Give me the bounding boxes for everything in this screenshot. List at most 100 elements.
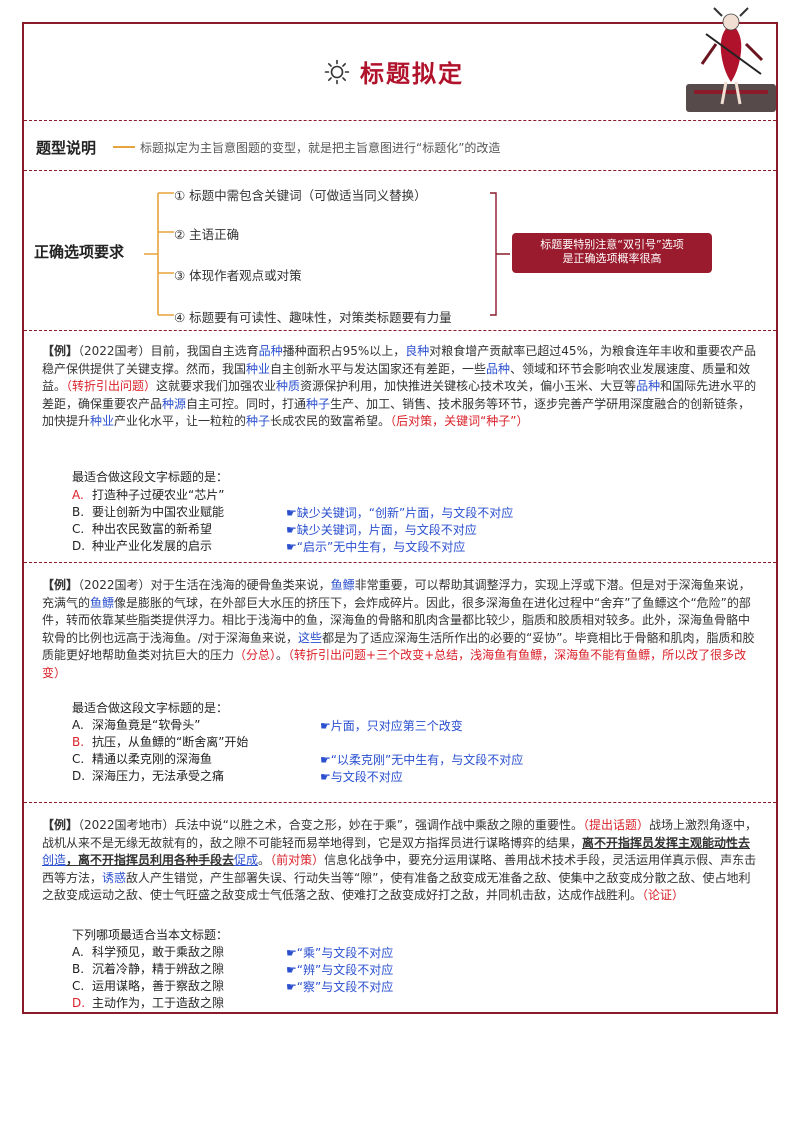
- character-illustration: [686, 7, 776, 112]
- requirement-item: ④ 标题要有可读性、趣味性，对策类标题要有力量: [174, 310, 452, 325]
- keyword: 这些: [298, 630, 323, 645]
- option-text: 科学预见，敢于乘敌之隙: [92, 945, 225, 959]
- example-3-section: 【例】（2022国考地市）兵法中说“以胜之术，合变之形，妙在于乘”，强调作战中乘…: [24, 803, 776, 1014]
- keyword: 促成: [234, 853, 259, 867]
- option-letter: A.: [72, 488, 84, 502]
- left-bracket: [144, 192, 174, 316]
- annotation: （转折引出问题+三个改变+总结，浅海鱼有鱼鳔，深海鱼不能有鱼鳔，所以改了很多改变…: [42, 648, 747, 680]
- example-source: （2022国考）: [78, 578, 151, 592]
- option-note: ☛“启示”无中生有，与文段不对应: [286, 540, 466, 554]
- example-2-body: 【例】（2022国考）对于生活在浅海的硬骨鱼类来说，鱼鳔非常重要，可以帮助其调整…: [24, 577, 776, 682]
- option-text: 种业产业化发展的启示: [92, 539, 213, 553]
- option-letter: B.: [72, 735, 85, 749]
- option-letter: C.: [72, 979, 85, 993]
- requirements-label: 正确选项要求: [34, 243, 125, 261]
- passage-text: 和国际先进水平的差距，确保重要农产品: [42, 379, 757, 411]
- tip-line: 标题要特别注意“双引号”选项: [540, 238, 684, 251]
- option-letter: A.: [72, 718, 84, 732]
- option-text: 沉着冷静，精于辨敌之隙: [92, 962, 225, 976]
- option-text: 深海鱼竟是“软骨头”: [92, 718, 201, 732]
- example-2-section: 【例】（2022国考）对于生活在浅海的硬骨鱼类来说，鱼鳔非常重要，可以帮助其调整…: [24, 563, 776, 803]
- option-text: 打造种子过硬农业“芯片”: [92, 488, 225, 502]
- requirement-item: ① 标题中需包含关键词（可做适当同义替换）: [174, 188, 427, 203]
- passage-text: 战场上激烈角逐中，战机从来不是无缘无故就有的，敌之隙不可能轻而易举地得到，它是双…: [42, 818, 758, 850]
- option-letter: C.: [72, 752, 85, 766]
- option-note: ☛“以柔克刚”无中生有，与文段不对应: [320, 753, 524, 767]
- type-connector-line: [113, 146, 135, 148]
- option-text: 抗压，从鱼鳔的“断舍离”开始: [92, 735, 249, 749]
- passage-text: 对粮食增产贡献率已超过45%，为粮食连年丰收和重要农产品稳产保供提供了关键支撑。…: [42, 344, 756, 376]
- passage-text: 长成农民的致富希望。: [270, 414, 391, 428]
- keyword: 种子: [246, 414, 271, 428]
- option-letter: C.: [72, 522, 85, 536]
- option-note: ☛“辨”与文段不对应: [286, 963, 394, 977]
- keyword: 品种: [258, 344, 283, 358]
- passage-text: 像是膨胀的气球，在外部巨大水压的挤压下，会炸成碎片。因此，很多深海鱼在进化过程中…: [42, 595, 751, 645]
- option-letter: A.: [72, 945, 84, 959]
- type-description: 标题拟定为主旨意图题的变型，就是把主旨意图进行“标题化”的改造: [140, 141, 501, 155]
- passage-text: 自主可控。同时，打通: [186, 396, 307, 411]
- passage-text: 产业化水平，让一粒粒的: [114, 414, 247, 428]
- option-text: 精通以柔克刚的深海鱼: [92, 752, 213, 766]
- option-letter: D.: [72, 996, 86, 1010]
- option-text: 种出农民致富的新希望: [92, 522, 213, 536]
- keyword: 种业: [90, 414, 115, 428]
- passage-text: 播种面积占95%以上，: [282, 344, 406, 358]
- passage-text: 。: [258, 853, 271, 867]
- option-note: ☛“察”与文段不对应: [286, 980, 394, 994]
- option-text: 运用谋略，善于察敌之隙: [92, 979, 225, 993]
- annotation: （分总）: [234, 648, 277, 662]
- option-note: ☛与文段不对应: [320, 770, 403, 784]
- title-section: 标题拟定: [24, 7, 776, 121]
- tip-box: 标题要特别注意“双引号”选项 是正确选项概率很高: [512, 233, 712, 273]
- keyword: 种业: [246, 361, 271, 376]
- option-text: 主动作为，工于造敌之隙: [92, 996, 225, 1010]
- passage-text: 都是为了适应深海生活所作出的必要的“妥协”。毕竟相比于骨骼和肌肉，脂质和胶质能更…: [42, 630, 755, 663]
- option-note: ☛片面，只对应第三个改变: [320, 719, 463, 733]
- keyword: 种质: [276, 379, 301, 393]
- option-text: 深海压力，无法承受之痛: [92, 769, 225, 783]
- example-tag: 【例】: [42, 818, 79, 832]
- passage-text: 自主创新水平与发达国家还有差距，一些: [270, 361, 487, 376]
- annotation: （后对策，关键词“种子”）: [390, 414, 529, 428]
- keyword: 良种: [405, 344, 430, 358]
- keyword: 种源: [162, 396, 187, 411]
- example-source: （2022国考）: [78, 344, 151, 358]
- option-note: ☛缺少关键词，“创新”片面，与文段不对应: [286, 506, 514, 520]
- tip-line: 是正确选项概率很高: [562, 252, 662, 265]
- passage-text: 对于生活在浅海的硬骨鱼类来说，: [150, 578, 331, 592]
- annotation: （提出话题）: [583, 818, 650, 832]
- passage-text: 、领域和环节会影响农业发展速度、质量和效益。: [42, 361, 751, 394]
- keyword: 创造: [42, 853, 67, 867]
- requirement-item: ② 主语正确: [174, 227, 240, 242]
- option-letter: D.: [72, 769, 86, 783]
- page-title: 标题拟定: [360, 60, 464, 88]
- option-note: ☛“乘”与文段不对应: [286, 946, 394, 960]
- page-frame: 标题拟定 题型说明 标题拟定为主旨意图题的变型，就是把主旨意图进行“标题化”的改…: [22, 7, 778, 1014]
- option-text: 要让创新为中国农业赋能: [92, 505, 225, 519]
- keyword: 鱼鳔: [90, 595, 115, 610]
- option-letter: B.: [72, 962, 85, 976]
- emphasis-text: ，离不开指挥员利用各种手段去: [66, 853, 235, 867]
- keyword: 鱼鳔: [330, 578, 355, 592]
- requirements-section: 正确选项要求 ① 标题中需包含关键词（可做适当同义替换） ② 主语正确 ③ 体现…: [24, 171, 776, 331]
- annotation: （前对策）: [270, 853, 325, 867]
- passage-text: 敌人产生错觉，产生部署失误、行动失当等“隙”，使有准备之敌变成无准备之敌、使集中…: [42, 870, 751, 903]
- keyword: 品种: [636, 379, 661, 393]
- emphasis-text: 离不开指挥员发挥主观能动性去: [582, 835, 751, 850]
- type-label: 题型说明: [36, 139, 97, 157]
- right-bracket: [490, 192, 510, 316]
- question-prompt: 下列哪项最适合当本文标题：: [72, 928, 229, 942]
- example-3-body: 【例】（2022国考地市）兵法中说“以胜之术，合变之形，妙在于乘”，强调作战中乘…: [24, 817, 776, 905]
- option-letter: B.: [72, 505, 85, 519]
- annotation: （论证）: [642, 888, 685, 902]
- passage-text: 目前，我国自主选育: [150, 344, 259, 358]
- passage-text: 。: [276, 648, 289, 662]
- passage-text: 非常重要，可以帮助其调整浮力，实现上浮或下潜。但是对于深海鱼来说，充满气的: [42, 578, 751, 610]
- passage-text: 这就要求我们加强农业: [156, 379, 277, 393]
- passage-text: 生产、加工、销售、技术服务等环节，逐步完善产学研用深度融合的创新链条，加快提升: [42, 396, 751, 429]
- requirement-item: ③ 体现作者观点或对策: [174, 268, 302, 283]
- example-tag: 【例】: [42, 344, 79, 358]
- keyword: 种子: [306, 396, 331, 411]
- option-note: ☛缺少关键词，片面，与文段不对应: [286, 523, 477, 537]
